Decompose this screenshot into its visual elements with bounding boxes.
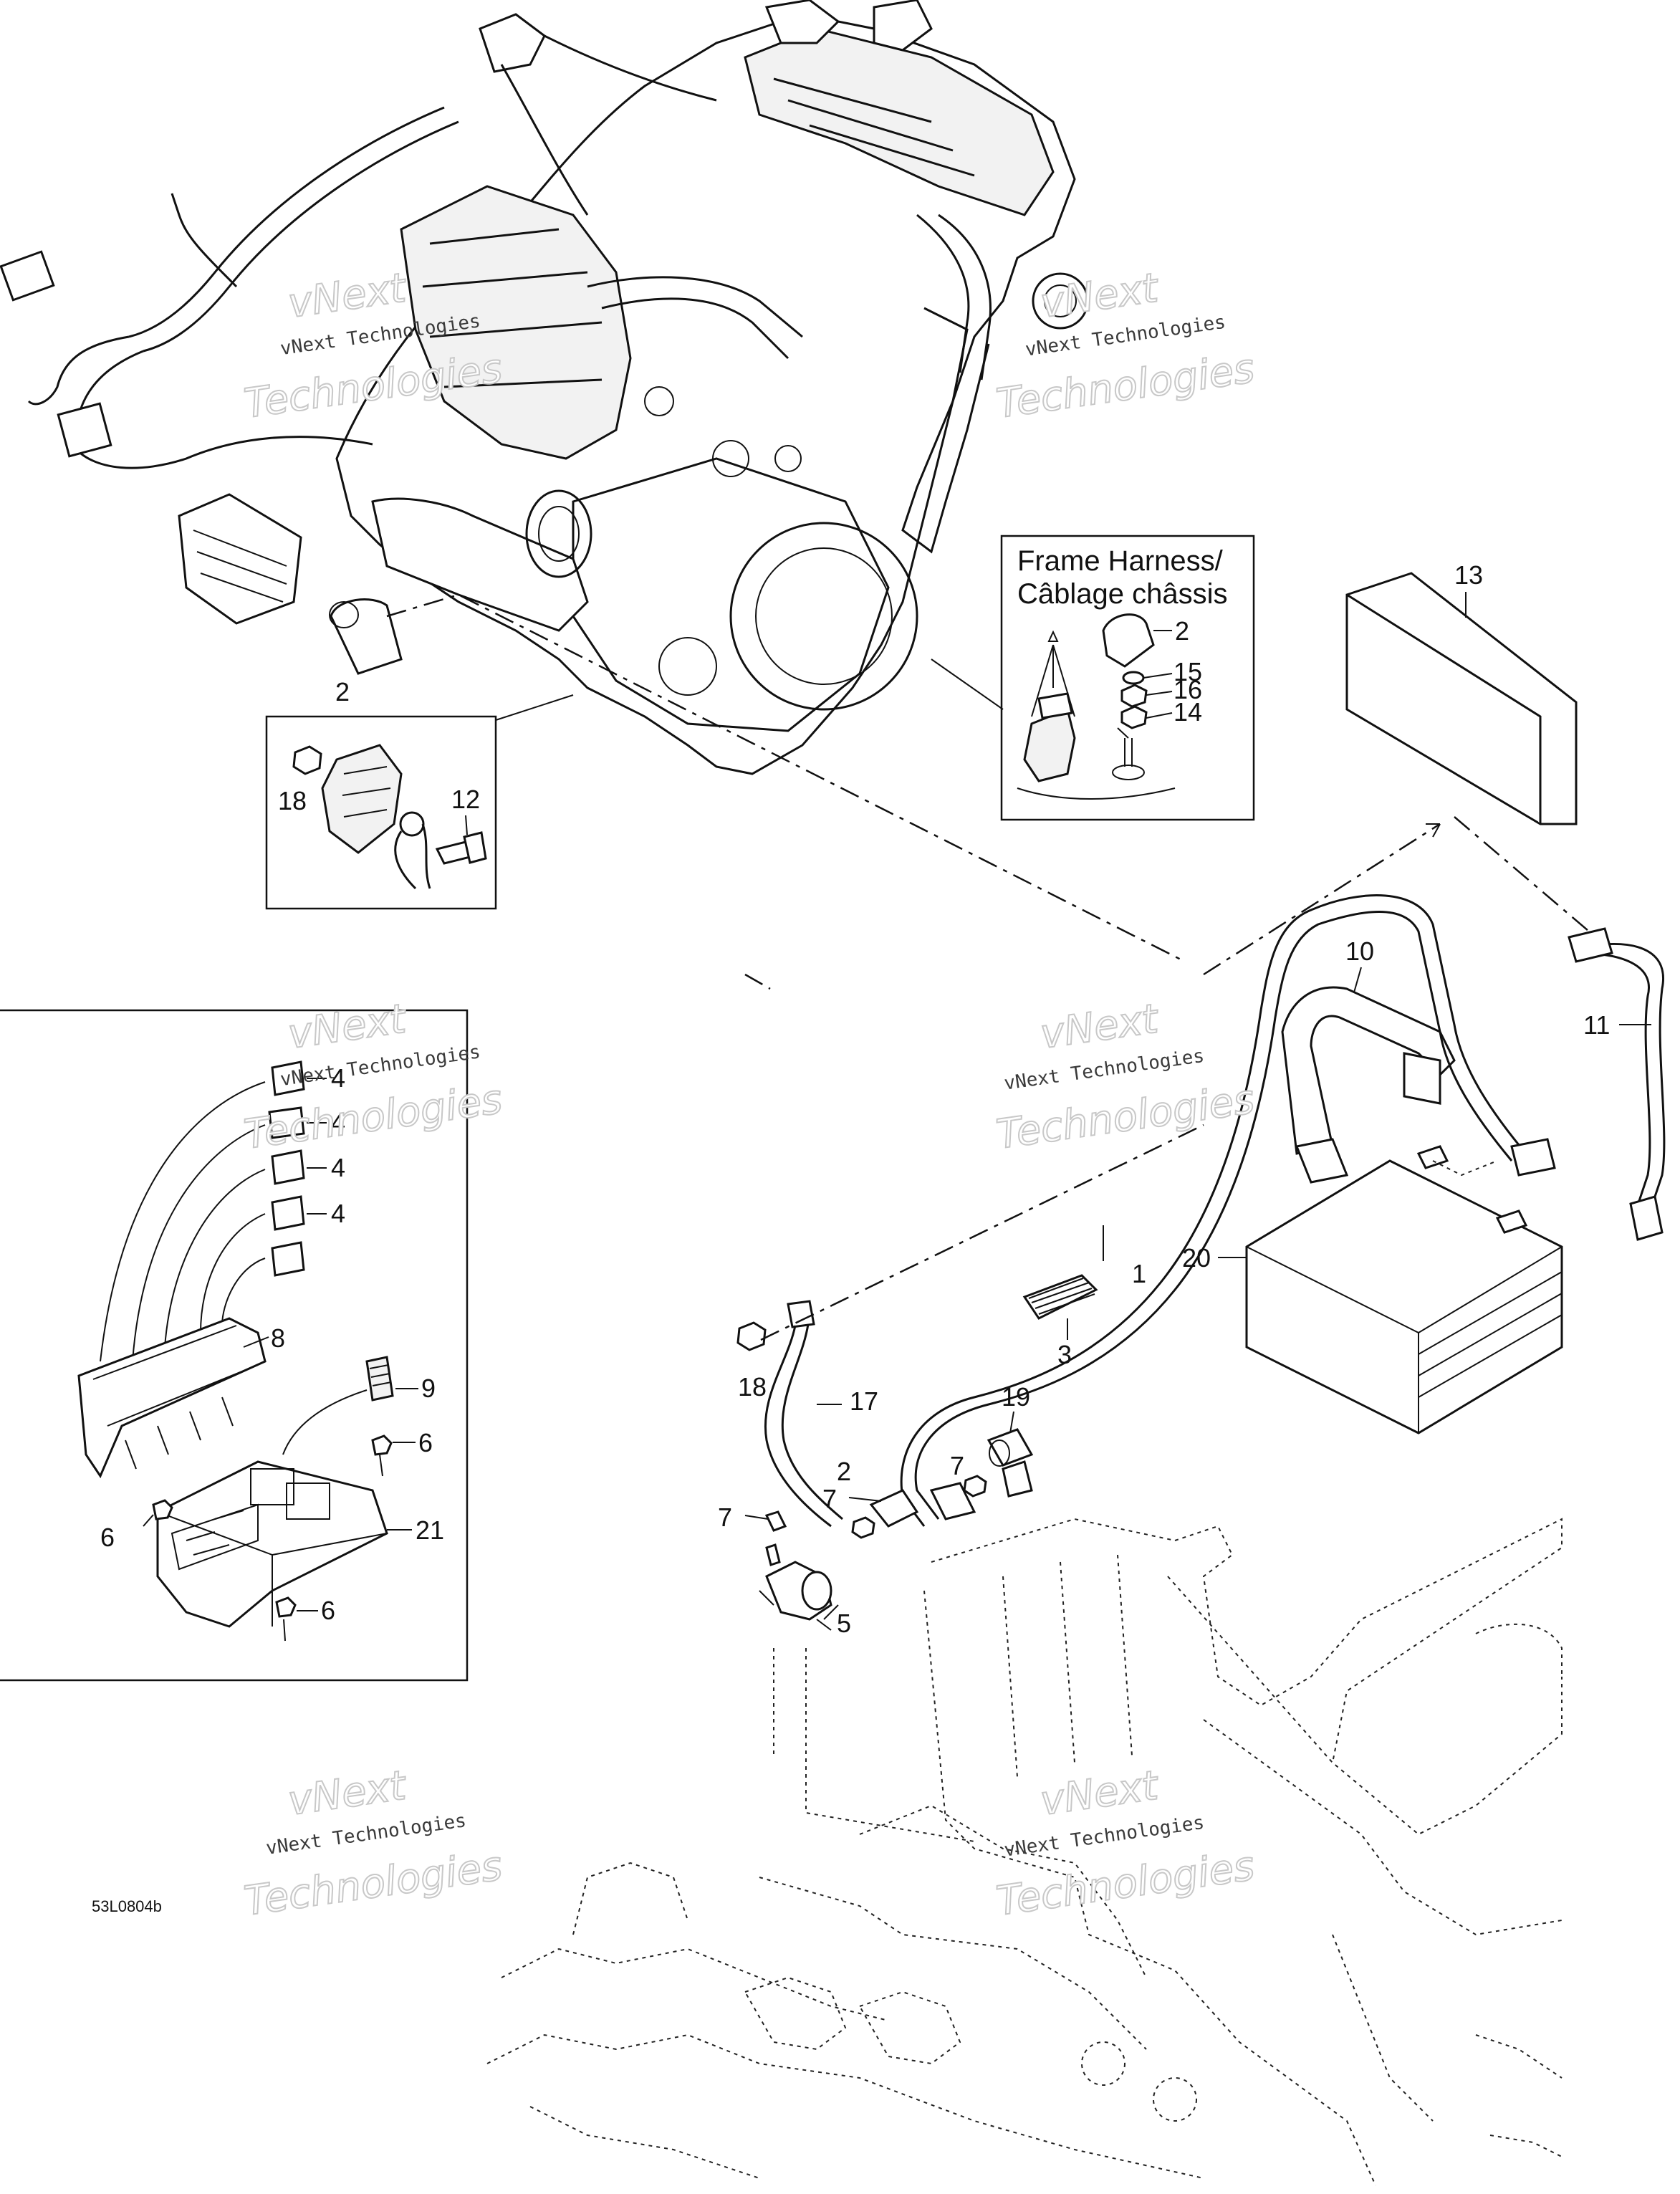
inset-frame-harness: Frame Harness/ Câblage châssis (1000, 535, 1255, 821)
callout-4-c: 4 (331, 1153, 345, 1182)
vehicle-frame (486, 1518, 1563, 2186)
svg-text:vNext: vNext (285, 264, 410, 327)
part-11-cable (1568, 927, 1666, 1241)
watermark-mid-right: vNext vNext Technologies Technologies (993, 995, 1258, 1159)
callout-6-b: 6 (100, 1523, 115, 1552)
callout-13: 13 (1454, 560, 1483, 590)
inset-engine-ground (265, 694, 574, 910)
part-20-battery (1218, 1145, 1563, 1434)
solenoid-group (736, 1300, 1034, 1631)
svg-text:vNext: vNext (285, 1762, 410, 1825)
callout-1: 1 (1132, 1259, 1146, 1288)
part-1-cable (900, 894, 1556, 1527)
callout-6-c: 6 (321, 1596, 335, 1625)
callout-7-c: 7 (718, 1503, 732, 1532)
callout-2-engine: 2 (335, 677, 350, 706)
guide-line (744, 973, 771, 990)
svg-text:vNext: vNext (1037, 1762, 1162, 1825)
callout-6-a: 6 (418, 1428, 433, 1457)
part-2-engine-cap (329, 598, 403, 675)
callout-8: 8 (271, 1323, 285, 1353)
callout-11: 11 (1583, 1010, 1610, 1040)
callout-18-frame: 18 (738, 1372, 767, 1402)
callout-18-inset: 18 (278, 786, 307, 815)
part-13-pad (1345, 572, 1578, 825)
callout-10: 10 (1345, 936, 1374, 966)
callout-7-b: 7 (950, 1451, 964, 1480)
watermark-top-right: vNext vNext Technologies Technologies (993, 264, 1258, 428)
callout-15: 15 (1173, 657, 1202, 686)
guide-line (773, 1648, 975, 1842)
inset-leader (931, 658, 1004, 710)
callout-7-a: 7 (822, 1484, 837, 1513)
watermark-bottom-right: vNext vNext Technologies Technologies (993, 1761, 1258, 1925)
part-10-bracket (1281, 967, 1456, 1184)
callout-20: 20 (1182, 1243, 1211, 1273)
callout-2-solenoid: 2 (837, 1457, 851, 1486)
callout-19: 19 (1002, 1382, 1030, 1412)
callout-9: 9 (421, 1374, 436, 1403)
callout-17: 17 (850, 1386, 878, 1416)
callout-5: 5 (837, 1609, 851, 1638)
callout-4-a: 4 (331, 1063, 345, 1093)
inset-title-line1: Frame Harness/ (1017, 545, 1224, 577)
callout-16: 16 (1173, 675, 1202, 704)
callout-14: 14 (1173, 697, 1202, 727)
guide-line (1203, 823, 1441, 976)
part-3-sleeve (1022, 1274, 1098, 1340)
guide-line (1454, 816, 1598, 939)
guide-line (760, 1124, 1204, 1341)
diagram-reference-code: 53L0804b (92, 1897, 162, 1915)
inset-title-line2: Câblage châssis (1017, 578, 1228, 610)
callout-4-d: 4 (331, 1199, 345, 1228)
callout-12: 12 (451, 785, 480, 814)
svg-text:vNext: vNext (1037, 995, 1162, 1058)
engine-assembly (0, 0, 1089, 775)
inset-fuse-box (0, 1009, 469, 1682)
callout-21: 21 (416, 1515, 444, 1545)
callout-2-frame: 2 (1175, 616, 1189, 646)
callout-4-b: 4 (331, 1108, 345, 1137)
leader-12 (465, 815, 468, 835)
watermark-bottom-left: vNext vNext Technologies Technologies (241, 1761, 506, 1925)
callout-3: 3 (1057, 1340, 1072, 1369)
